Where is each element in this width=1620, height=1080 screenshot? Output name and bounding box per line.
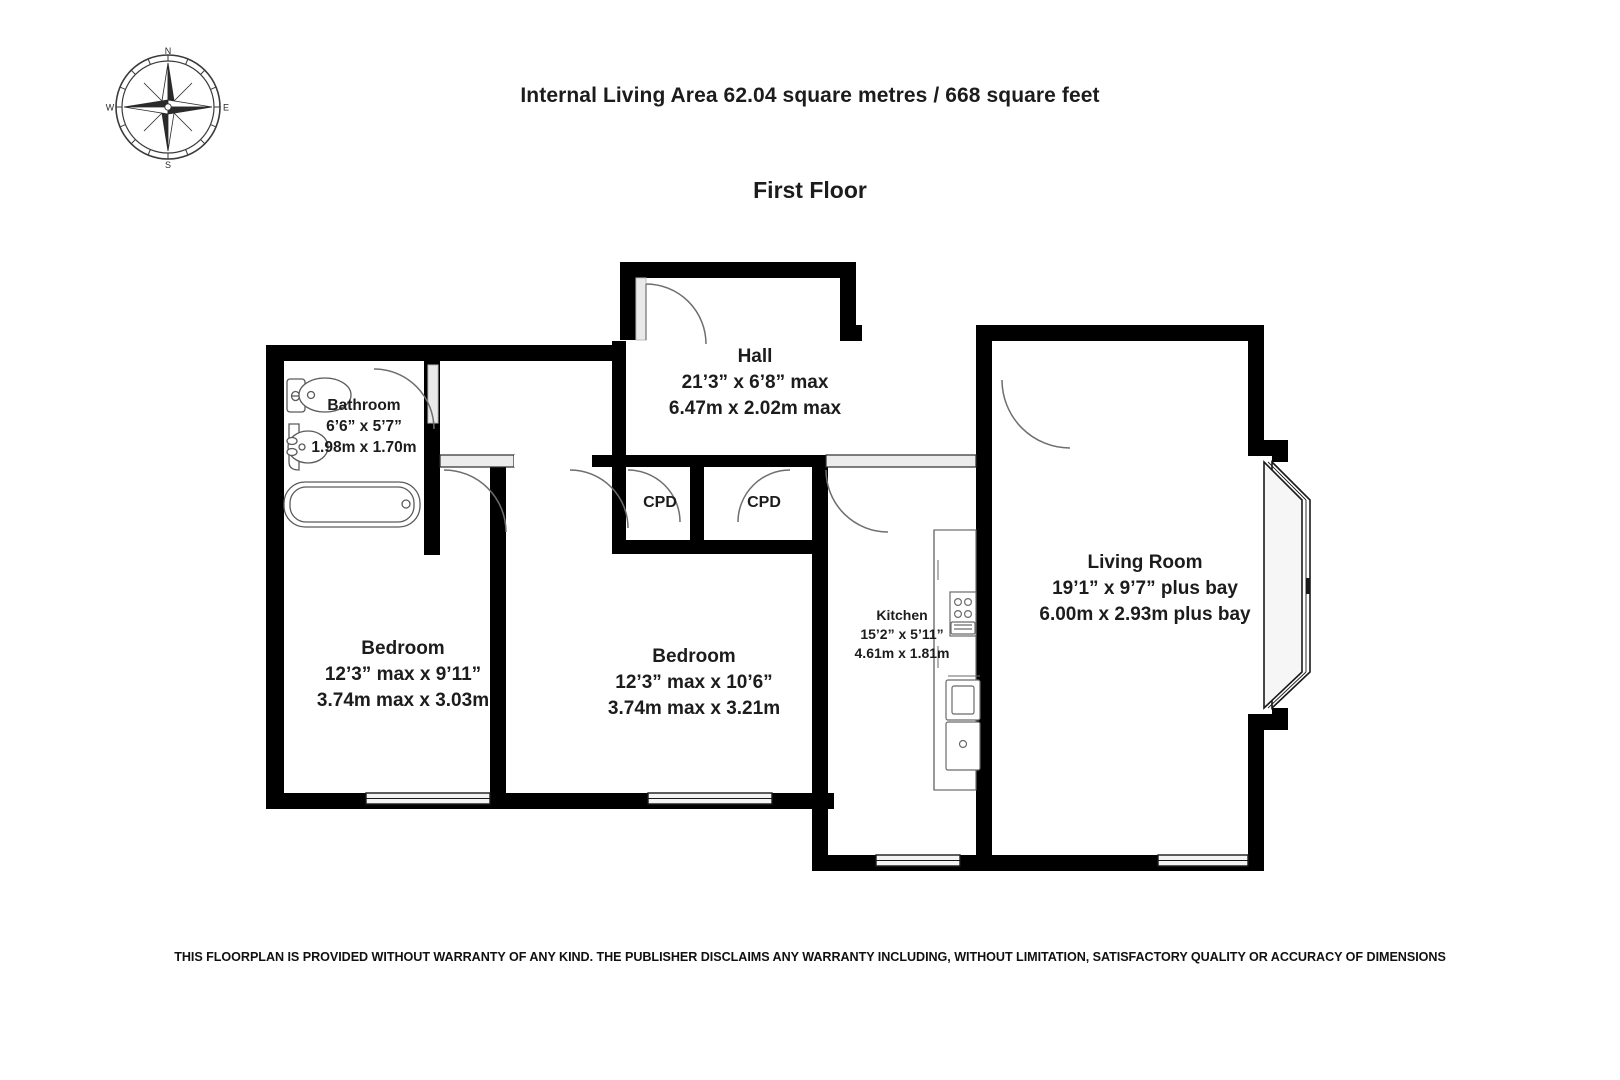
room-label-living-room: Living Room 19’1” x 9’7” plus bay 6.00m …: [1020, 550, 1270, 628]
bathroom-imperial: 6’6” x 5’7”: [326, 418, 402, 436]
bedroom-mid-metric: 3.74m max x 3.21m: [607, 698, 781, 720]
disclaimer-text: THIS FLOORPLAN IS PROVIDED WITHOUT WARRA…: [174, 950, 1446, 964]
kitchen-imperial: 15’2” x 5’11”: [860, 626, 944, 643]
room-label-bedroom-mid: Bedroom 12’3” max x 10’6” 3.74m max x 3.…: [576, 644, 812, 722]
bathroom-name: Bathroom: [327, 397, 401, 414]
living-room-imperial: 19’1” x 9’7” plus bay: [1052, 578, 1238, 600]
hall-metric: 6.47m x 2.02m max: [668, 398, 842, 420]
bathroom-metric: 1.98m x 1.70m: [311, 439, 417, 457]
internal-living-area-text: Internal Living Area 62.04 square metres…: [520, 84, 1100, 107]
living-room-metric: 6.00m x 2.93m plus bay: [1039, 604, 1251, 626]
bedroom-left-name: Bedroom: [361, 638, 445, 659]
kitchen-metric: 4.61m x 1.81m: [854, 645, 950, 662]
cpd-label-right: CPD: [747, 494, 781, 511]
compass-north-label: N: [165, 46, 172, 56]
room-label-bathroom: Bathroom 6’6” x 5’7” 1.98m x 1.70m: [250, 395, 478, 459]
room-label-bedroom-left: Bedroom 12’3” max x 9’11” 3.74m max x 3.…: [285, 636, 521, 714]
bedroom-left-imperial: 12’3” max x 9’11”: [324, 664, 482, 686]
bedroom-mid-name: Bedroom: [652, 646, 736, 667]
kitchen-name: Kitchen: [876, 607, 928, 623]
floor-title: First Floor: [753, 177, 867, 203]
compass-south-label: S: [165, 160, 171, 170]
cpd-label-left: CPD: [643, 494, 677, 511]
room-label-hall: Hall 21’3” x 6’8” max 6.47m x 2.02m max: [615, 344, 895, 422]
room-label-kitchen: Kitchen 15’2” x 5’11” 4.61m x 1.81m: [828, 606, 976, 664]
hall-imperial: 21’3” x 6’8” max: [681, 372, 829, 394]
bedroom-left-metric: 3.74m max x 3.03m: [316, 690, 490, 712]
bedroom-mid-imperial: 12’3” max x 10’6”: [615, 672, 773, 694]
living-room-name: Living Room: [1087, 552, 1203, 573]
hall-name: Hall: [737, 346, 773, 367]
